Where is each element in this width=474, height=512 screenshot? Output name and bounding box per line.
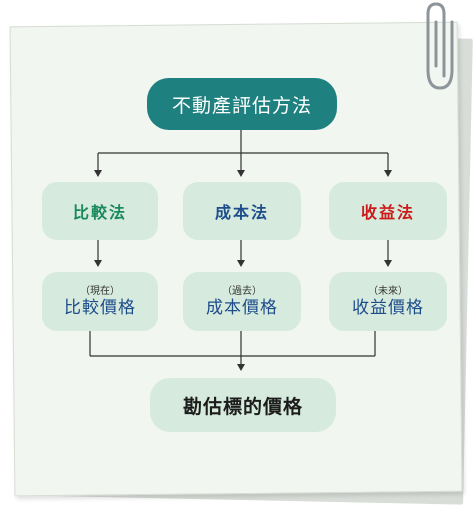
final-value-label: 勘估標的價格: [182, 395, 303, 418]
cost-price-label: 成本價格: [206, 297, 278, 318]
income-time-tag: （未來）: [368, 285, 408, 297]
compare-price-label: 比較價格: [64, 297, 136, 318]
income-price-box: （未來） 收益價格: [329, 272, 447, 331]
compare-price-box: （現在） 比較價格: [42, 272, 158, 331]
compare-method-label: 比較法: [72, 203, 127, 222]
top-method-box: 不動產評估方法: [147, 78, 337, 130]
income-price-label: 收益價格: [352, 297, 424, 318]
cost-time-tag: （過去）: [222, 285, 262, 297]
cost-method-label: 成本法: [214, 203, 269, 222]
top-method-label: 不動產評估方法: [171, 94, 312, 117]
final-value-box: 勘估標的價格: [150, 378, 336, 432]
income-method-label: 收益法: [360, 203, 415, 222]
cost-method-box: 成本法: [183, 182, 301, 240]
compare-time-tag: （現在）: [80, 285, 120, 297]
paperclip-icon: [426, 2, 454, 90]
compare-method-box: 比較法: [42, 182, 158, 240]
income-method-box: 收益法: [329, 182, 447, 240]
cost-price-box: （過去） 成本價格: [183, 272, 301, 331]
